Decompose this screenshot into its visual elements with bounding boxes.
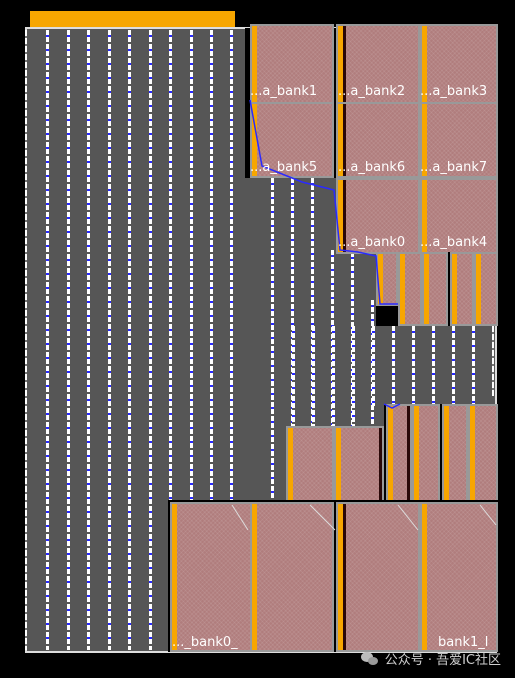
big-macro-bank1-a[interactable] [336, 502, 420, 652]
mid-left-macro-b[interactable] [334, 426, 384, 502]
watermark: 公众号 · 吾爱IC社区 [360, 649, 501, 668]
macro-bank4[interactable] [420, 178, 498, 254]
small-macro-b[interactable] [398, 252, 422, 326]
label-bank6: ...a_bank6 [338, 160, 406, 175]
label-bank1: ...a_bank1 [250, 84, 318, 99]
die-right-edge [492, 326, 494, 396]
power-stripe [472, 326, 475, 404]
small-macro-a[interactable] [376, 252, 398, 306]
watermark-text: 公众号 · 吾爱IC社区 [384, 653, 501, 668]
macro-bank2[interactable] [336, 24, 420, 104]
label-bank7: ...a_bank7 [420, 160, 488, 175]
power-stripe [292, 326, 295, 426]
power-stripe [312, 326, 315, 426]
small-macro-e[interactable] [474, 252, 498, 326]
power-stripe [87, 30, 90, 650]
label-bank0-upper: ...a_bank0 [338, 235, 406, 250]
power-stripe [210, 30, 213, 500]
big-macro-bank0-b[interactable] [250, 502, 334, 652]
label-bank2: ...a_bank2 [338, 84, 406, 99]
small-macro-d[interactable] [450, 252, 474, 326]
power-stripe [169, 30, 172, 650]
label-bank4: ...a_bank4 [420, 235, 488, 250]
big-macro-bank1-b[interactable] [420, 502, 498, 652]
small-macro-c[interactable] [422, 252, 448, 326]
wechat-icon [360, 651, 379, 666]
power-stripe [432, 326, 435, 404]
power-stripe [271, 178, 274, 500]
mid-macro-a[interactable] [386, 404, 412, 502]
power-stripe [230, 30, 233, 500]
label-bank5: ...a_bank5 [250, 160, 318, 175]
power-stripe [452, 326, 455, 404]
label-bank3: ...a_bank3 [420, 84, 488, 99]
power-stripe [392, 326, 395, 406]
mid-macro-d[interactable] [468, 404, 498, 502]
power-stripe [352, 326, 355, 426]
power-stripe [46, 30, 49, 650]
power-stripe [67, 30, 70, 650]
power-stripe [332, 326, 335, 426]
label-big-bank0: ..._bank0_ [172, 635, 238, 650]
big-macro-bank0-a[interactable] [170, 502, 252, 652]
top-io-bar [30, 11, 235, 27]
macro-bank3[interactable] [420, 24, 498, 104]
mid-macro-b[interactable] [412, 404, 440, 502]
power-stripe [149, 30, 152, 650]
power-stripe [372, 326, 375, 406]
label-big-bank1: bank1_l [438, 635, 489, 650]
die-left-edge [25, 30, 27, 650]
macro-bank7[interactable] [420, 102, 498, 178]
power-stripe [190, 30, 193, 500]
mid-macro-c[interactable] [442, 404, 468, 502]
power-stripe [108, 30, 111, 650]
power-stripe [412, 326, 415, 406]
mid-left-macro-a[interactable] [286, 426, 334, 502]
power-stripe [128, 30, 131, 650]
